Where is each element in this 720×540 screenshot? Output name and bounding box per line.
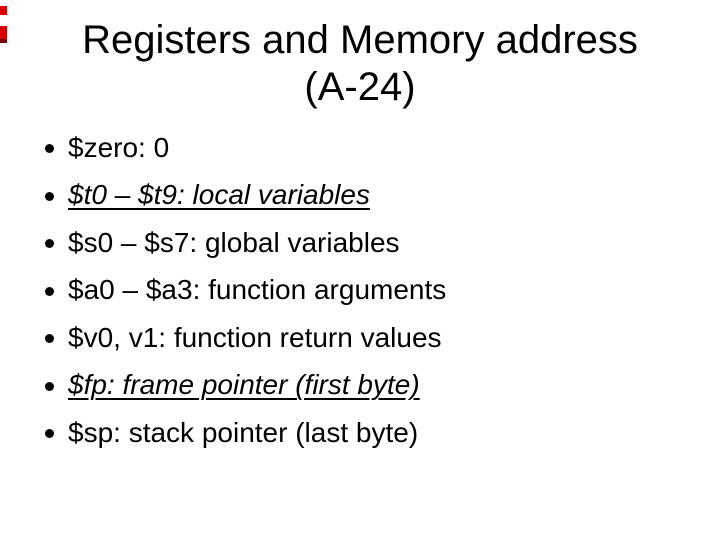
list-item-text: $zero: 0 (68, 131, 170, 163)
slide-title-line2: (A-24) (304, 65, 416, 109)
bullet-icon (45, 334, 54, 344)
bullet-icon (45, 429, 54, 439)
slide-title: Registers and Memory address (A-24) (0, 17, 720, 111)
list-item: $s0 – $s7: global variables (45, 219, 685, 267)
list-item: $a0 – $a3: function arguments (45, 267, 685, 315)
slide-title-line1: Registers and Memory address (82, 18, 638, 62)
bullet-icon (45, 286, 54, 296)
list-item-text: $t0 – $t9: local variables (68, 179, 370, 211)
list-item-text: $s0 – $s7: global variables (68, 226, 400, 258)
red-edge-mark-icon (0, 26, 7, 43)
list-item-text: $v0, v1: function return values (68, 321, 442, 353)
list-item: $fp: frame pointer (first byte) (45, 362, 685, 410)
list-item: $t0 – $t9: local variables (45, 172, 685, 220)
list-item: $v0, v1: function return values (45, 314, 685, 362)
list-item-text: $sp: stack pointer (last byte) (68, 416, 419, 448)
bullet-list: $zero: 0 $t0 – $t9: local variables $s0 … (45, 124, 685, 457)
list-item: $zero: 0 (45, 124, 685, 172)
bullet-icon (45, 191, 54, 201)
list-item-text: $a0 – $a3: function arguments (68, 274, 447, 306)
bullet-icon (45, 144, 54, 154)
list-item: $sp: stack pointer (last byte) (45, 409, 685, 457)
list-item-text: $fp: frame pointer (first byte) (68, 369, 420, 401)
bullet-icon (45, 381, 54, 391)
bullet-icon (45, 239, 54, 249)
red-edge-mark-icon (0, 6, 7, 15)
